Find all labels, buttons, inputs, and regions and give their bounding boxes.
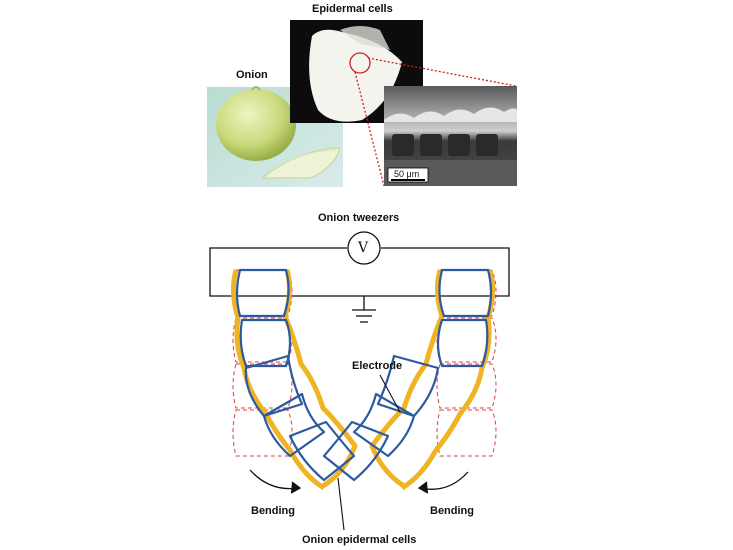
tweezers-title: Onion tweezers: [318, 212, 400, 224]
scale-bar-label: 50 μm: [394, 169, 420, 179]
voltmeter-circle-icon: [347, 231, 381, 265]
voltmeter-label: V: [358, 240, 369, 256]
onion-epidermal-cells-label: Onion epidermal cells: [302, 534, 417, 546]
right-initial-position: [436, 269, 497, 457]
left-tweezer-arm: [230, 268, 358, 491]
left-initial-position: [232, 269, 293, 457]
bending-left-label: Bending: [251, 505, 295, 517]
ground-symbol-icon: [352, 309, 376, 323]
zoom-lines: [354, 57, 517, 187]
cells-pointer: [337, 477, 345, 531]
curved-arrow-icon: [417, 471, 469, 494]
curved-arrow-icon: [249, 469, 302, 494]
sem-micrograph: [384, 86, 517, 186]
epidermal-cells-label: Epidermal cells: [312, 3, 393, 15]
electrode-label: Electrode: [352, 360, 403, 372]
right-tweezer-arm: [322, 268, 496, 491]
electrode-pointer: [379, 374, 401, 413]
bending-right-label: Bending: [430, 505, 474, 517]
onion-label: Onion: [236, 69, 268, 81]
